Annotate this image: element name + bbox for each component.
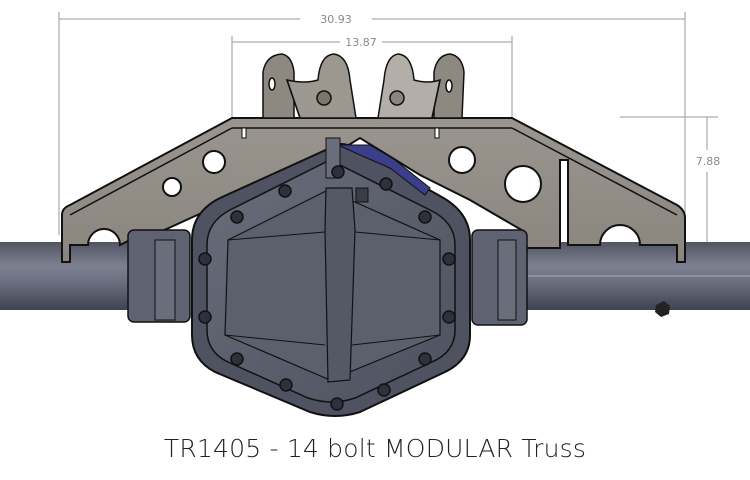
bolt-icon bbox=[278, 184, 292, 198]
bolt-icon bbox=[230, 352, 244, 366]
bolt-icon bbox=[442, 310, 456, 324]
lightening-hole bbox=[504, 165, 542, 203]
link-mount-right bbox=[377, 53, 465, 119]
axle-tube-right bbox=[520, 242, 750, 317]
bolt-icon bbox=[279, 378, 293, 392]
housing-carrier bbox=[127, 229, 528, 326]
dimension-overall-width bbox=[58, 12, 686, 235]
lightening-hole bbox=[202, 150, 226, 174]
differential-cover bbox=[191, 137, 471, 417]
bolt-icon bbox=[418, 210, 432, 224]
bolt-icon bbox=[377, 383, 391, 397]
lightening-hole bbox=[448, 146, 476, 174]
bolt-icon bbox=[418, 352, 432, 366]
bolt-icon bbox=[379, 177, 393, 191]
cover-bolts bbox=[198, 165, 456, 411]
vent-fitting-icon bbox=[655, 301, 670, 317]
link-mount-left bbox=[262, 53, 357, 119]
dimension-overall-width-label: 30.93 bbox=[320, 13, 352, 26]
bolt-icon bbox=[198, 252, 212, 266]
dimension-mount-spacing bbox=[231, 36, 513, 118]
dimension-height-label: 7.88 bbox=[696, 155, 721, 168]
truss-plate bbox=[61, 117, 686, 263]
dimension-mount-spacing-label: 13.87 bbox=[345, 36, 377, 49]
drawing-caption: TR1405 - 14 bolt MODULAR Truss bbox=[163, 434, 587, 463]
bolt-icon bbox=[442, 252, 456, 266]
bolt-icon bbox=[230, 210, 244, 224]
lightening-hole bbox=[162, 177, 182, 197]
bolt-icon bbox=[330, 397, 344, 411]
bolt-icon bbox=[331, 165, 345, 179]
bolt-icon bbox=[198, 310, 212, 324]
